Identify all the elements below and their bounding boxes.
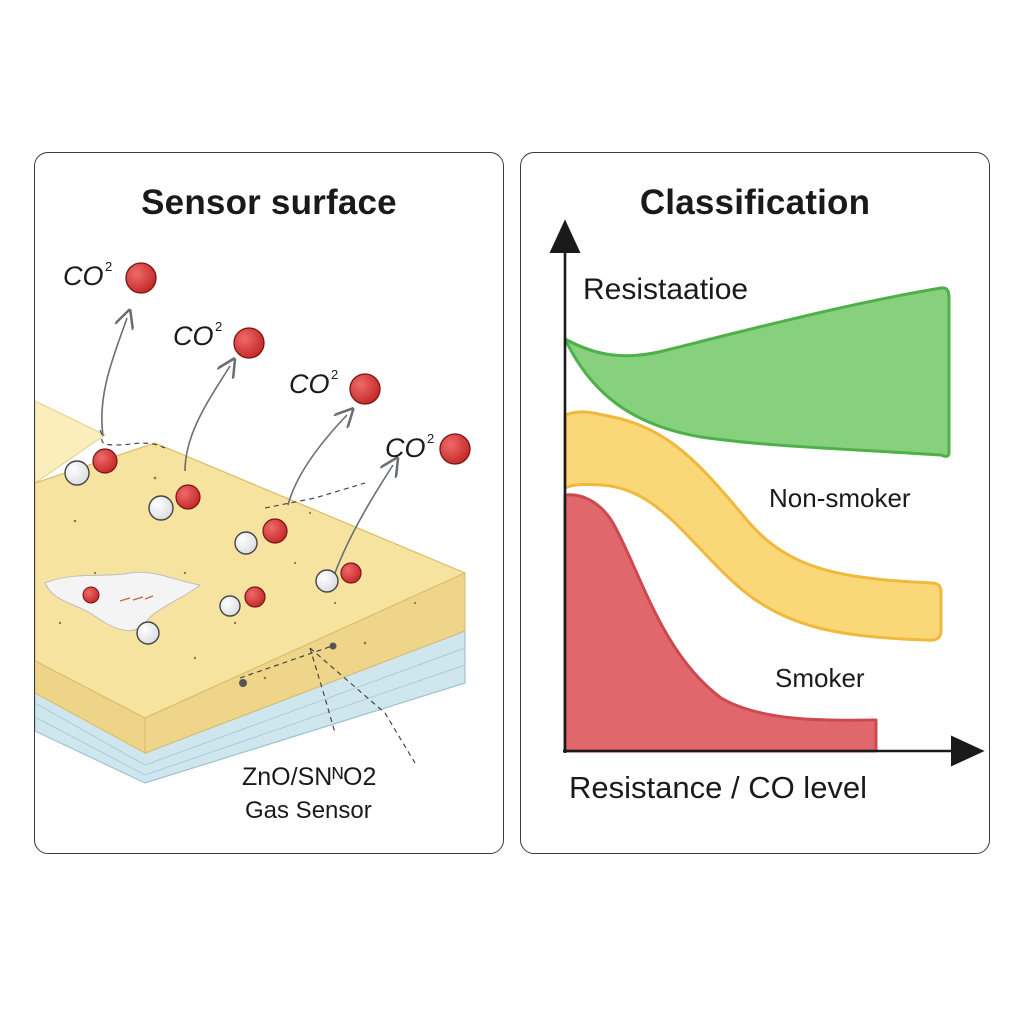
- classification-panel: Classification Resistaatioe Non-smoker S…: [520, 152, 990, 854]
- sensor-surface-panel: Sensor surface: [34, 152, 504, 854]
- svg-text:2: 2: [427, 431, 434, 446]
- desorption-arrow: [287, 415, 347, 506]
- x-axis-label: Resistance / CO level: [569, 770, 867, 805]
- desorption-arrow: [101, 318, 127, 437]
- band-label-smoker: Smoker: [775, 663, 865, 693]
- sensor-material-label: ZnO/SNᴺO2: [242, 763, 376, 791]
- sensor-surface-title: Sensor surface: [141, 183, 397, 222]
- svg-text:CO: CO: [289, 369, 330, 399]
- band-label-non-smoker: Non-smoker: [769, 483, 911, 513]
- svg-text:CO: CO: [63, 261, 104, 291]
- classification-chart: Resistaatioe Non-smoker Smoker Resistanc…: [549, 219, 985, 805]
- desorption-arrow: [334, 465, 393, 574]
- sensor-type-label: Gas Sensor: [245, 797, 372, 824]
- band-yellow: [563, 410, 943, 642]
- svg-text:2: 2: [331, 367, 338, 382]
- electrode-dot: [239, 679, 247, 687]
- electrode-dot: [329, 642, 337, 650]
- sensor-back-layer: [35, 400, 106, 484]
- band-red: [563, 493, 878, 753]
- sensor-illustration: CO 2 CO 2 CO 2 CO 2 ZnO/SNᴺO2 Gas Sensor: [35, 259, 471, 824]
- svg-text:CO: CO: [173, 321, 214, 351]
- co2-molecule-2: CO 2: [173, 319, 265, 359]
- desorption-arrow: [184, 366, 230, 472]
- svg-text:CO: CO: [385, 433, 426, 463]
- band-green: [563, 286, 951, 458]
- classification-title: Classification: [639, 183, 871, 222]
- surface-molecules: [64, 448, 362, 645]
- band-label-top: Resistaatioe: [583, 273, 748, 306]
- co2-molecule-1: CO 2: [63, 259, 157, 294]
- co2-molecule-4: CO 2: [385, 431, 471, 465]
- co2-molecule-3: CO 2: [289, 367, 381, 405]
- reaction-site: [44, 571, 202, 632]
- svg-text:2: 2: [215, 319, 222, 334]
- svg-text:2: 2: [105, 259, 112, 274]
